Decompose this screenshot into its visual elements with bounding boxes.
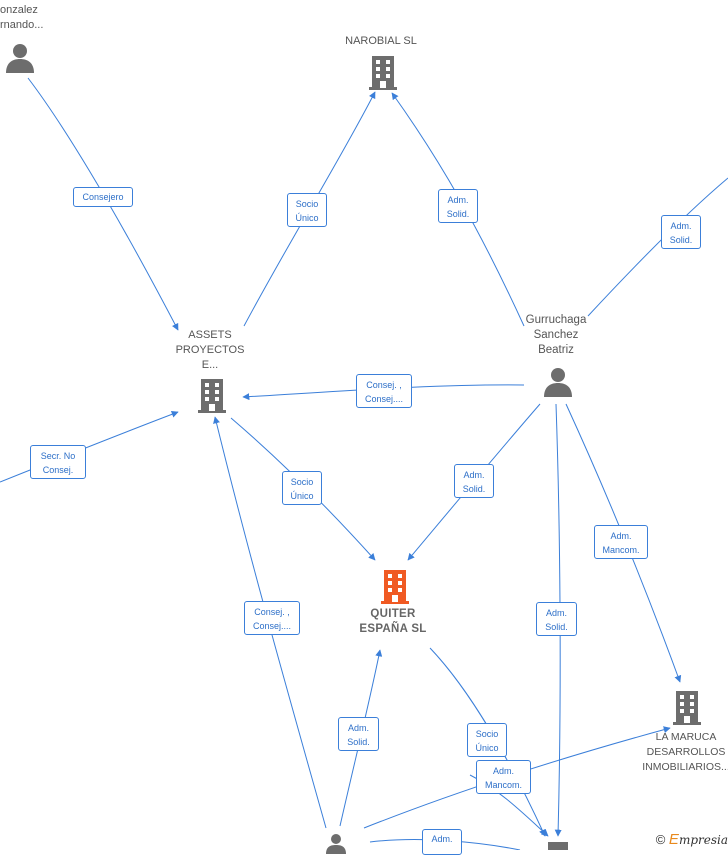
node-label-assets[interactable]: ASSETS PROYECTOS E...	[175, 329, 245, 371]
edge-label-adm-solid-4[interactable]: Adm. Solid.	[536, 602, 577, 636]
edge-label-consejero[interactable]: Consejero	[73, 187, 133, 207]
edge-label-adm-mancom-1[interactable]: Adm. Mancom.	[594, 525, 648, 559]
edge-offscreen-assets	[0, 410, 179, 483]
edge-label-consej-2[interactable]: Consej. , Consej....	[244, 601, 300, 635]
edge-label-adm-solid-1[interactable]: Adm. Solid.	[438, 189, 478, 223]
person-icon-gonzalez[interactable]	[5, 42, 35, 74]
empresia-logo-initial: E	[668, 831, 679, 848]
empresia-watermark: © Empresia	[656, 831, 728, 848]
edge-label-socio-unico-1[interactable]: Socio Único	[287, 193, 327, 227]
building-icon-la-maruca[interactable]	[671, 689, 703, 725]
edge-gurruchaga-offscreen	[587, 177, 728, 317]
person-icon-bottom[interactable]	[325, 832, 347, 854]
node-label-narobial[interactable]: NAROBIAL SL	[345, 35, 417, 47]
node-label-gonzalez[interactable]: onzalez rnando...	[0, 4, 44, 31]
edge-label-adm-solid-5[interactable]: Adm. Solid.	[338, 717, 379, 751]
person-icon-gurruchaga[interactable]	[543, 366, 573, 398]
edge-label-adm-solid-3[interactable]: Adm. Solid.	[454, 464, 494, 498]
building-icon-bottom[interactable]	[546, 840, 570, 850]
building-icon-narobial[interactable]	[367, 54, 399, 90]
edge-label-secr-no-consej[interactable]: Secr. No Consej.	[30, 445, 86, 479]
edge-gonzalez-assets	[27, 77, 179, 331]
edge-label-socio-unico-3[interactable]: Socio Único	[467, 723, 507, 757]
node-label-gurruchaga[interactable]: Gurruchaga Sanchez Beatriz	[525, 314, 587, 356]
node-label-quiter[interactable]: QUITER ESPAÑA SL	[359, 608, 427, 635]
node-label-la-maruca[interactable]: LA MARUCA DESARROLLOS INMOBILIARIOS...	[642, 731, 728, 773]
copyright-symbol: ©	[655, 832, 666, 847]
edge-label-socio-unico-2[interactable]: Socio Único	[282, 471, 322, 505]
building-icon-assets[interactable]	[196, 377, 228, 413]
empresia-logo-text: mpresia	[678, 833, 728, 847]
building-icon-quiter[interactable]	[379, 568, 411, 604]
edge-label-consej-1[interactable]: Consej. , Consej....	[356, 374, 412, 408]
edge-label-adm-bottom[interactable]: Adm.	[422, 829, 462, 855]
edge-label-adm-solid-2[interactable]: Adm. Solid.	[661, 215, 701, 249]
edge-label-adm-mancom-2[interactable]: Adm. Mancom.	[476, 760, 531, 794]
